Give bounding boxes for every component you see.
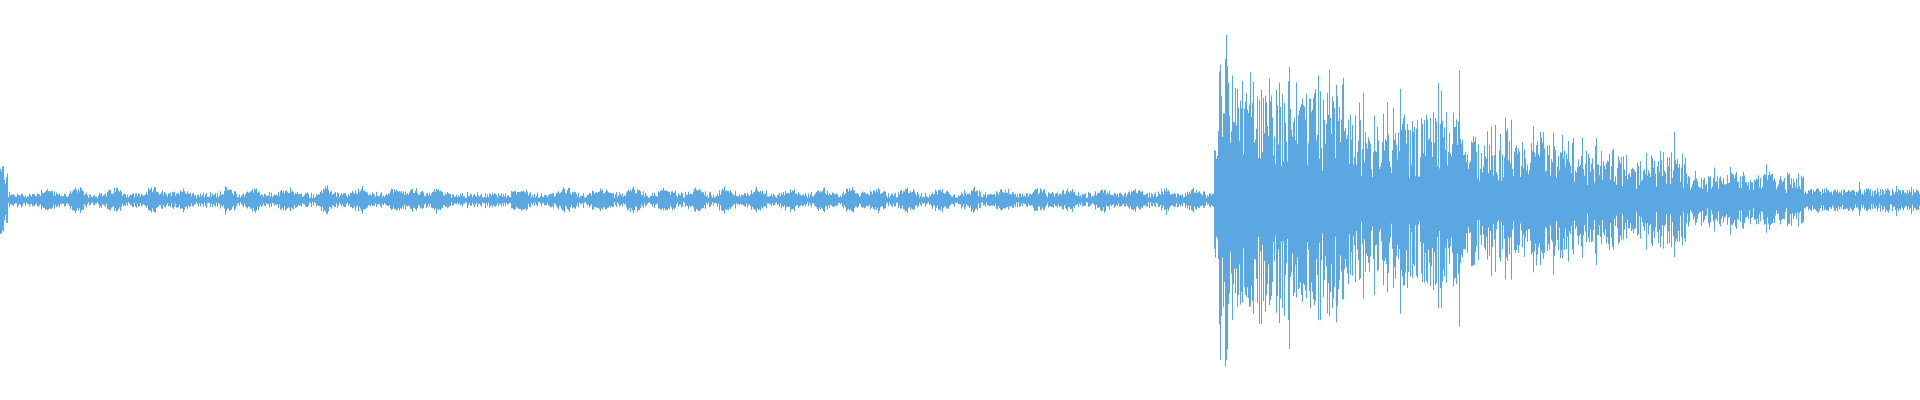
- waveform-trace: [0, 34, 1920, 367]
- waveform-samples: [0, 34, 1920, 367]
